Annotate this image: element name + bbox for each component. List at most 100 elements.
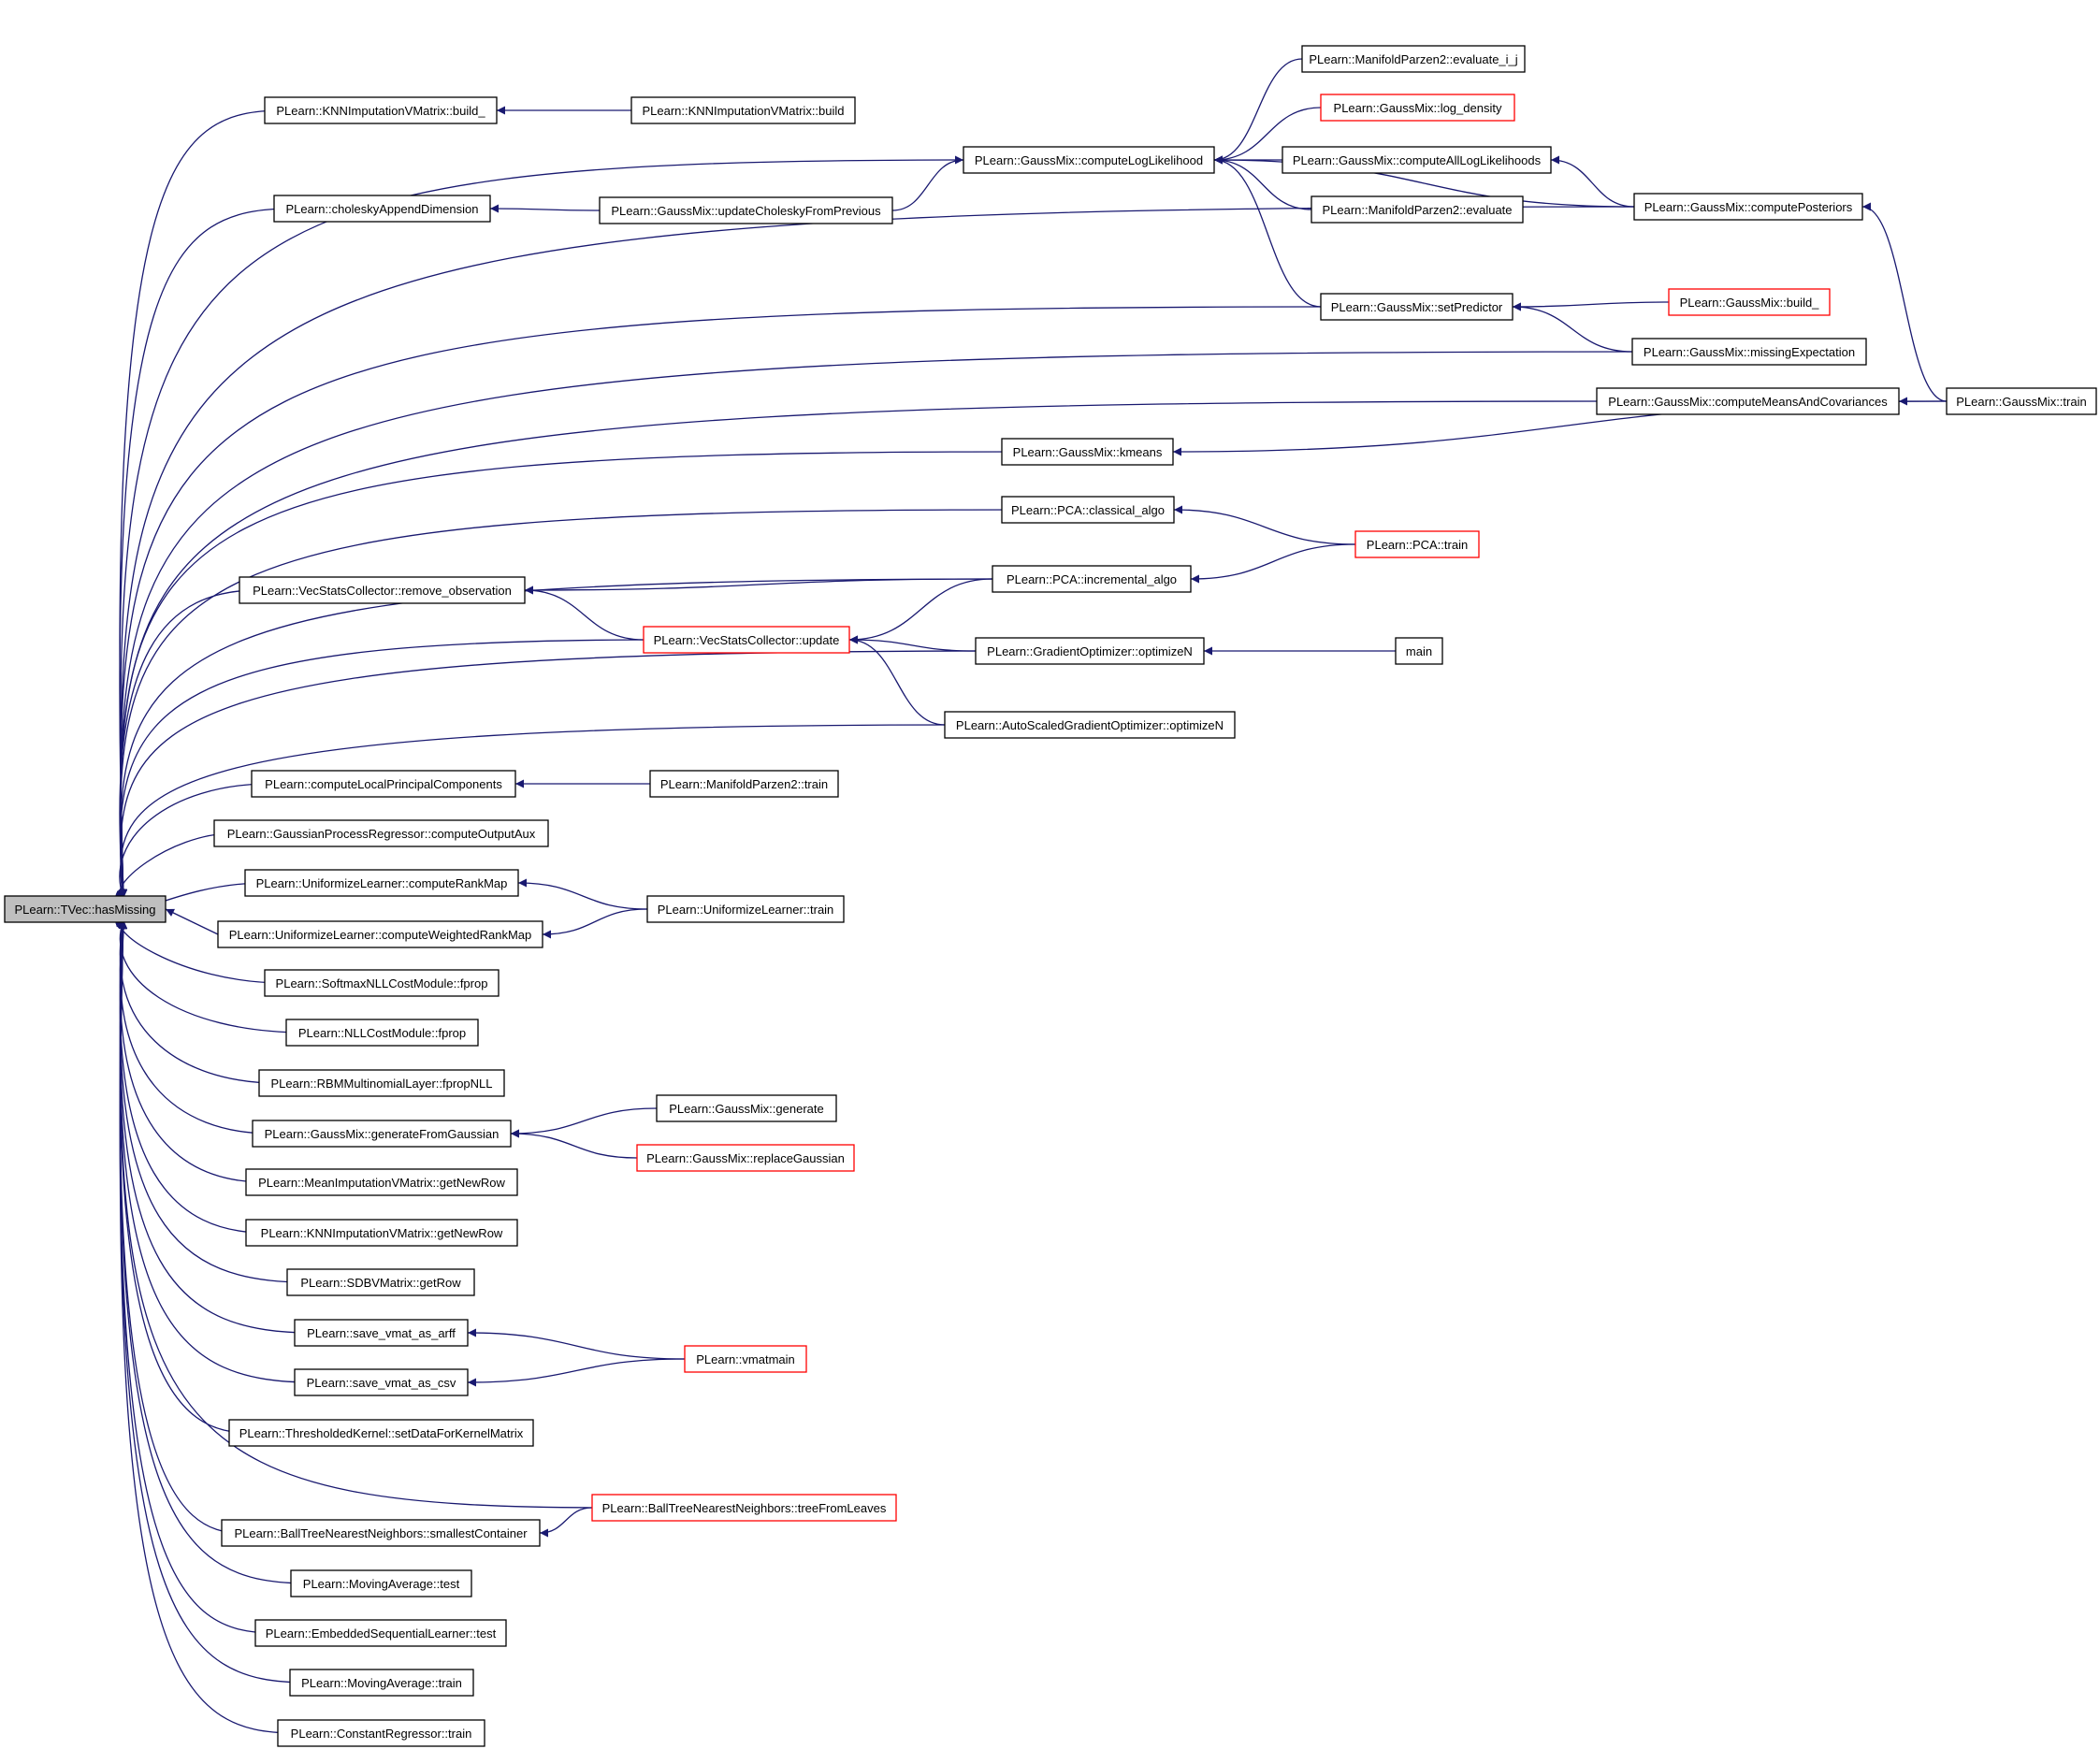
node-label: PLearn::GaussMix::kmeans — [1013, 445, 1163, 459]
node-ul_train[interactable]: PLearn::UniformizeLearner::train — [646, 895, 845, 923]
node-box — [1001, 438, 1174, 466]
node-box — [244, 869, 519, 897]
node-mp2_eval[interactable]: PLearn::ManifoldParzen2::evaluate — [1311, 195, 1524, 224]
node-sdbv_getrow[interactable]: PLearn::SDBVMatrix::getRow — [286, 1268, 475, 1296]
node-pca_classical[interactable]: PLearn::PCA::classical_algo — [1001, 496, 1175, 524]
node-mp2_train[interactable]: PLearn::ManifoldParzen2::train — [649, 770, 839, 798]
node-main[interactable]: main — [1395, 637, 1443, 665]
node-box — [599, 196, 893, 224]
node-box — [649, 770, 839, 798]
node-box — [273, 195, 491, 223]
node-gm_cmac[interactable]: PLearn::GaussMix::computeMeansAndCovaria… — [1596, 387, 1900, 415]
node-asgo_optN[interactable]: PLearn::AutoScaledGradientOptimizer::opt… — [944, 711, 1236, 739]
node-clpc[interactable]: PLearn::computeLocalPrincipalComponents — [251, 770, 516, 798]
node-ul_cwrm[interactable]: PLearn::UniformizeLearner::computeWeight… — [217, 920, 543, 948]
node-gm_cll[interactable]: PLearn::GaussMix::computeLogLikelihood — [963, 146, 1215, 174]
node-box — [1320, 293, 1513, 321]
node-rbm_fpnll[interactable]: PLearn::RBMMultinomialLayer::fpropNLL — [258, 1069, 505, 1097]
node-gm_gfg[interactable]: PLearn::GaussMix::generateFromGaussian — [252, 1120, 512, 1148]
node-box — [286, 1268, 475, 1296]
node-box — [221, 1519, 541, 1547]
edge-gm_missexp-to-gm_setpred — [1512, 302, 1633, 353]
edge-gm_kmeans-to-hasMissing — [119, 451, 1021, 899]
node-label: PLearn::PCA::incremental_algo — [1007, 572, 1177, 586]
node-box — [1282, 146, 1552, 174]
edge-gm_missexp-to-hasMissing — [119, 351, 1652, 899]
node-label: PLearn::GaussMix::train — [1956, 395, 2086, 409]
edge-gm_build_-to-gm_setpred — [1512, 301, 1670, 311]
node-gm_generate[interactable]: PLearn::GaussMix::generate — [656, 1094, 837, 1122]
node-label: PLearn::GaussMix::computePosteriors — [1644, 200, 1853, 214]
node-knn_gnr[interactable]: PLearn::KNNImputationVMatrix::getNewRow — [245, 1219, 518, 1247]
edge-ma_test-to-hasMissing — [119, 919, 311, 1584]
node-vsc_update[interactable]: PLearn::VecStatsCollector::update — [643, 626, 850, 654]
node-box — [228, 1419, 534, 1447]
node-chol_append[interactable]: PLearn::choleskyAppendDimension — [273, 195, 491, 223]
node-mivm_gnr[interactable]: PLearn::MeanImputationVMatrix::getNewRow — [245, 1168, 518, 1196]
edge-ul_train-to-ul_cwrm — [542, 908, 648, 939]
node-gm_ucfp[interactable]: PLearn::GaussMix::updateCholeskyFromPrev… — [599, 196, 893, 224]
node-label: PLearn::GaussMix::replaceGaussian — [646, 1151, 845, 1165]
node-label: PLearn::PCA::classical_algo — [1011, 503, 1165, 517]
edge-ul_cwrm-to-hasMissing — [165, 908, 219, 935]
node-hasMissing[interactable]: PLearn::TVec::hasMissing — [4, 895, 167, 923]
node-label: PLearn::UniformizeLearner::computeRankMa… — [256, 876, 508, 890]
node-label: main — [1406, 644, 1432, 658]
node-nll_fprop[interactable]: PLearn::NLLCostModule::fprop — [285, 1019, 479, 1047]
node-gm_logdensity[interactable]: PLearn::GaussMix::log_density — [1320, 94, 1515, 122]
node-box — [992, 565, 1192, 593]
node-btnn_sc[interactable]: PLearn::BallTreeNearestNeighbors::smalle… — [221, 1519, 541, 1547]
edge-pca_train-to-pca_incr — [1190, 543, 1356, 584]
edge-gm_generate-to-gm_gfg — [510, 1107, 658, 1138]
node-go_optN[interactable]: PLearn::GradientOptimizer::optimizeN — [975, 637, 1205, 665]
node-label: PLearn::EmbeddedSequentialLearner::test — [266, 1626, 497, 1641]
node-label: PLearn::TVec::hasMissing — [14, 903, 155, 917]
node-ma_test[interactable]: PLearn::MovingAverage::test — [290, 1569, 472, 1597]
node-gm_post[interactable]: PLearn::GaussMix::computePosteriors — [1633, 193, 1863, 221]
node-save_csv[interactable]: PLearn::save_vmat_as_csv — [294, 1368, 469, 1396]
node-vsc_remove[interactable]: PLearn::VecStatsCollector::remove_observ… — [239, 576, 526, 604]
node-label: PLearn::GaussMix::generate — [669, 1102, 823, 1116]
node-ma_train[interactable]: PLearn::MovingAverage::train — [289, 1669, 474, 1697]
node-box — [1633, 193, 1863, 221]
node-label: PLearn::ManifoldParzen2::evaluate_i_j — [1309, 52, 1517, 66]
node-esl_test[interactable]: PLearn::EmbeddedSequentialLearner::test — [254, 1619, 507, 1647]
node-gm_kmeans[interactable]: PLearn::GaussMix::kmeans — [1001, 438, 1174, 466]
node-gm_setpred[interactable]: PLearn::GaussMix::setPredictor — [1320, 293, 1513, 321]
node-btnn_tfl[interactable]: PLearn::BallTreeNearestNeighbors::treeFr… — [591, 1494, 897, 1522]
node-cr_train[interactable]: PLearn::ConstantRegressor::train — [277, 1719, 485, 1747]
node-box — [630, 96, 856, 124]
node-snll_fprop[interactable]: PLearn::SoftmaxNLLCostModule::fprop — [264, 969, 500, 997]
node-box — [944, 711, 1236, 739]
edge-cr_train-to-hasMissing — [119, 919, 297, 1734]
edge-gm_post-to-gm_call — [1550, 155, 1635, 208]
node-label: PLearn::GaussMix::updateCholeskyFromPrev… — [611, 204, 881, 218]
node-ul_crm[interactable]: PLearn::UniformizeLearner::computeRankMa… — [244, 869, 519, 897]
node-gm_missexp[interactable]: PLearn::GaussMix::missingExpectation — [1631, 338, 1867, 366]
node-pca_incr[interactable]: PLearn::PCA::incremental_algo — [992, 565, 1192, 593]
node-box — [254, 1619, 507, 1647]
edge-knn_gnr-to-hasMissing — [118, 919, 266, 1234]
node-gm_replace[interactable]: PLearn::GaussMix::replaceGaussian — [636, 1144, 855, 1172]
node-box — [1001, 496, 1175, 524]
node-box — [285, 1019, 479, 1047]
node-label: PLearn::GaussMix::setPredictor — [1331, 300, 1503, 314]
node-mp2_eval_ij[interactable]: PLearn::ManifoldParzen2::evaluate_i_j — [1301, 45, 1526, 73]
node-knn_build_[interactable]: PLearn::KNNImputationVMatrix::build_ — [264, 96, 498, 124]
node-label: PLearn::save_vmat_as_arff — [307, 1326, 456, 1340]
node-gm_build_[interactable]: PLearn::GaussMix::build_ — [1668, 288, 1831, 316]
edge-gpr_coa-to-hasMissing — [113, 832, 234, 899]
node-pca_train[interactable]: PLearn::PCA::train — [1354, 530, 1480, 558]
node-gm_train[interactable]: PLearn::GaussMix::train — [1946, 387, 2097, 415]
edge-gm_train-to-gm_post — [1861, 202, 1948, 402]
node-box — [591, 1494, 897, 1522]
node-box — [289, 1669, 474, 1697]
node-gpr_coa[interactable]: PLearn::GaussianProcessRegressor::comput… — [213, 819, 549, 847]
node-vmatmain[interactable]: PLearn::vmatmain — [684, 1345, 807, 1373]
node-box — [294, 1368, 469, 1396]
node-knn_build[interactable]: PLearn::KNNImputationVMatrix::build — [630, 96, 856, 124]
node-tk_sdfkm[interactable]: PLearn::ThresholdedKernel::setDataForKer… — [228, 1419, 534, 1447]
node-gm_call[interactable]: PLearn::GaussMix::computeAllLogLikelihoo… — [1282, 146, 1552, 174]
node-box — [245, 1168, 518, 1196]
node-save_arff[interactable]: PLearn::save_vmat_as_arff — [294, 1319, 469, 1347]
